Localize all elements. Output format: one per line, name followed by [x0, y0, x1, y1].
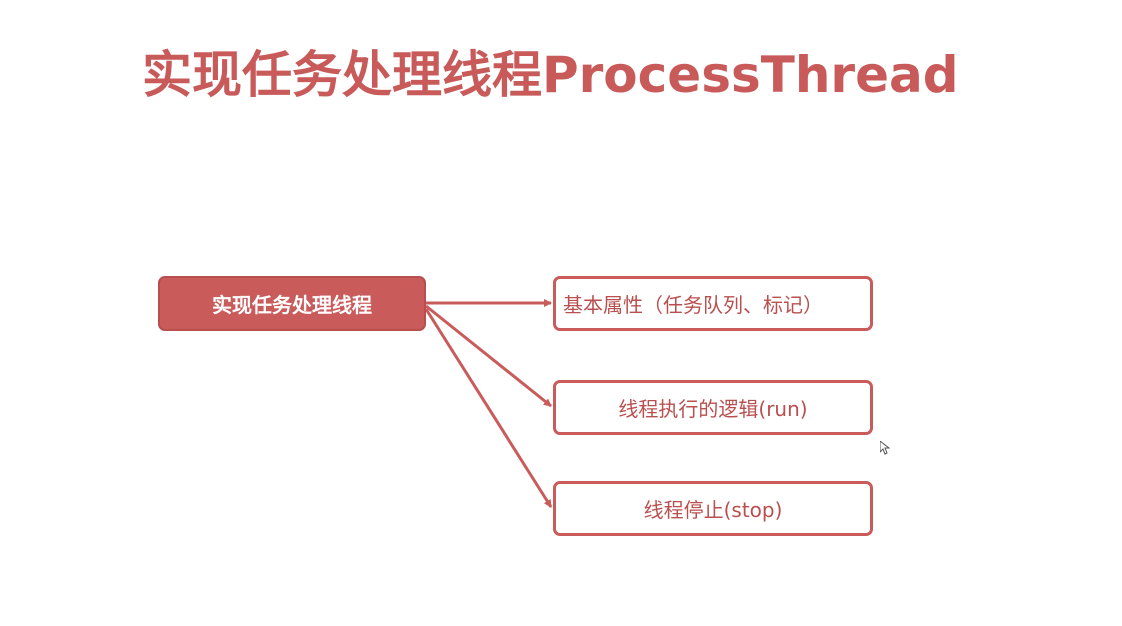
child-node-stop: 线程停止(stop)	[553, 481, 873, 536]
root-node: 实现任务处理线程	[158, 276, 426, 331]
connector-to-stop	[424, 308, 553, 508]
slide-title: 实现任务处理线程ProcessThread	[142, 46, 959, 104]
mouse-cursor-icon	[880, 441, 890, 455]
connector-to-run-logic	[425, 304, 552, 408]
child-node-run-logic: 线程执行的逻辑(run)	[553, 380, 873, 435]
child-node-basic-properties: 基本属性（任务队列、标记）	[553, 276, 873, 331]
